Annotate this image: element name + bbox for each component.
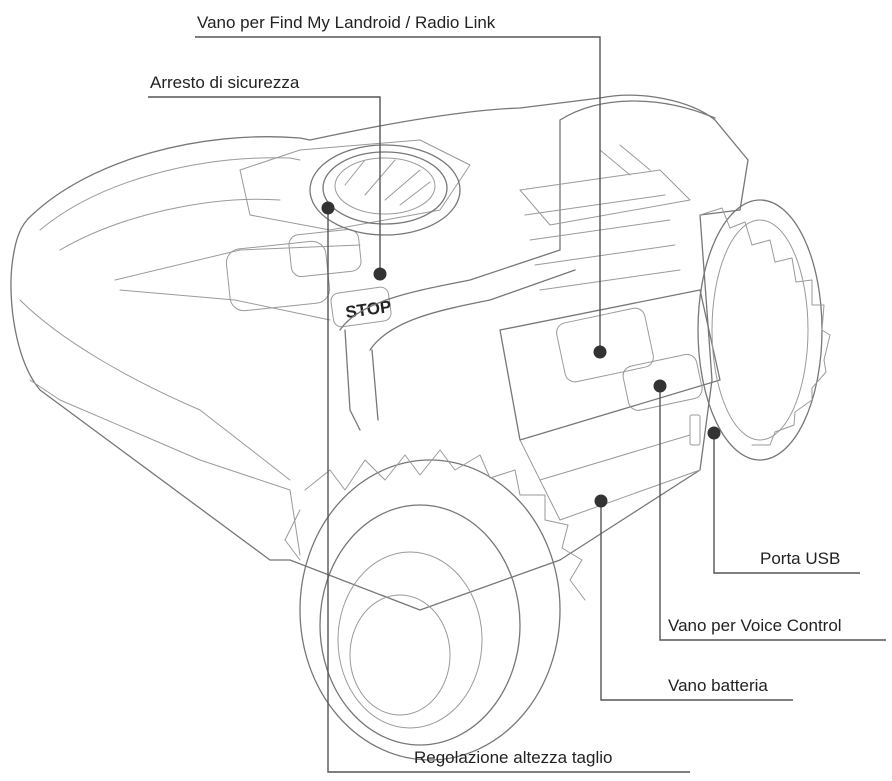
dot-usb <box>707 426 721 440</box>
label-find-my: Vano per Find My Landroid / Radio Link <box>197 13 496 32</box>
leader-battery <box>600 501 793 701</box>
height-dial <box>309 144 461 236</box>
callout-labels: Vano per Find My Landroid / Radio Link A… <box>150 13 842 767</box>
rear-panel <box>499 289 721 521</box>
leader-cut-height <box>327 208 690 773</box>
dot-voice-control <box>653 379 667 393</box>
label-cut-height: Regolazione altezza taglio <box>414 748 612 767</box>
rear-bumper <box>339 100 716 431</box>
dot-battery <box>594 494 608 508</box>
mower-illustration: STOP <box>10 94 831 761</box>
label-voice-control: Vano per Voice Control <box>668 616 842 635</box>
label-battery: Vano batteria <box>668 676 768 695</box>
leader-usb <box>713 433 860 574</box>
leader-safety-stop <box>148 96 381 274</box>
dot-find-my <box>593 345 607 359</box>
dot-cut-height <box>321 201 335 215</box>
leader-lines <box>148 36 886 773</box>
top-ridges <box>519 144 691 291</box>
leader-voice-control <box>659 386 886 641</box>
right-wheel <box>697 199 831 461</box>
label-safety-stop: Arresto di sicurezza <box>150 73 300 92</box>
dot-safety-stop <box>373 267 387 281</box>
label-usb-port: Porta USB <box>760 549 840 568</box>
leader-find-my <box>195 36 601 352</box>
left-wheel <box>284 449 586 761</box>
